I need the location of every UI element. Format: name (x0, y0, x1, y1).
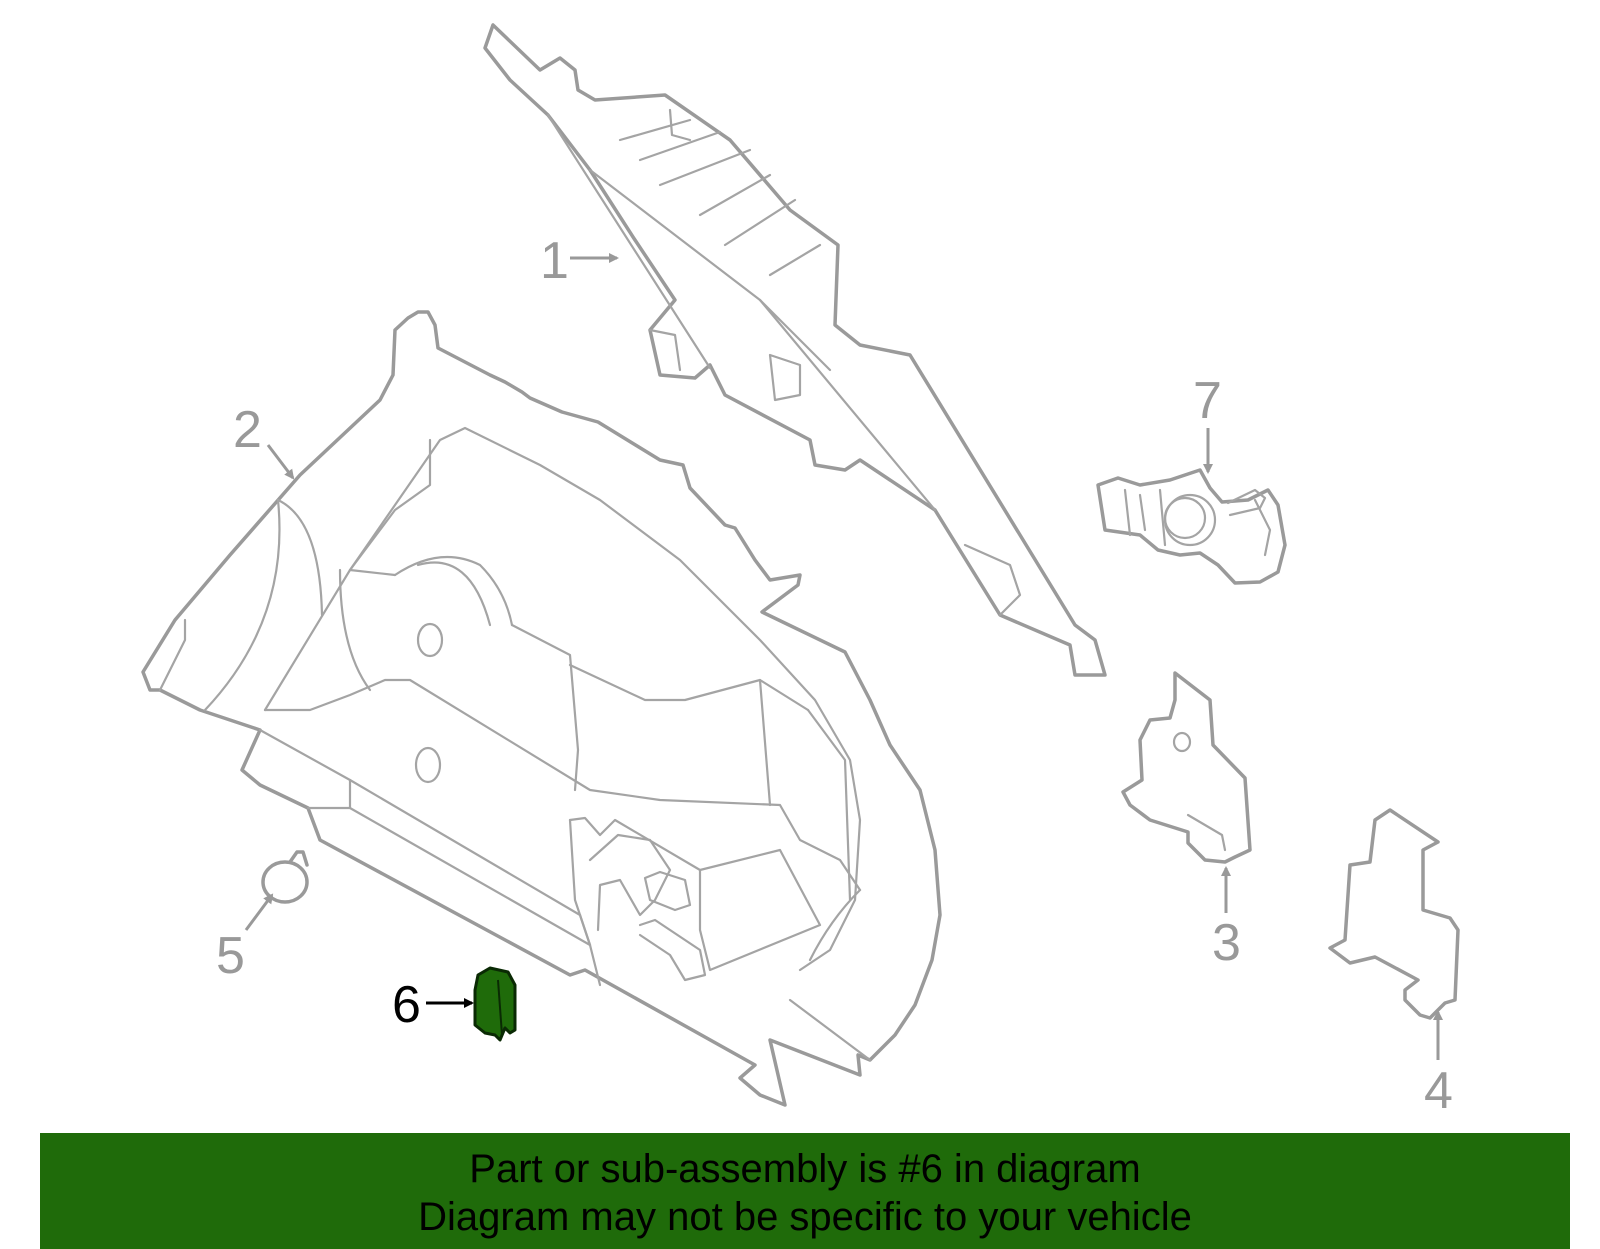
callout-6: 6 (392, 976, 474, 1034)
part-7-retainer-clip[interactable] (1096, 468, 1287, 585)
callout-3: 3 (1212, 866, 1241, 972)
callout-7: 7 (1193, 372, 1222, 474)
callout-5-leader (244, 893, 274, 931)
callout-2-leader (266, 444, 295, 480)
part-1-upper-trim-panel[interactable] (483, 23, 1107, 677)
info-banner: Part or sub-assembly is #6 in diagram Di… (40, 1133, 1570, 1249)
part-2-quarter-trim-panel[interactable] (141, 310, 942, 1107)
callout-2: 2 (233, 401, 295, 480)
callout-7-label: 7 (1193, 372, 1222, 430)
part-4-bracket-panel[interactable] (1328, 808, 1460, 1020)
banner-line-2: Diagram may not be specific to your vehi… (418, 1195, 1192, 1239)
banner-line-1: Part or sub-assembly is #6 in diagram (469, 1147, 1141, 1191)
part-6-highlighted-plug[interactable] (473, 966, 517, 1042)
callout-4: 4 (1424, 1010, 1453, 1120)
callout-5-label: 5 (216, 927, 245, 985)
callout-2-label: 2 (233, 401, 262, 459)
callout-1: 1 (540, 232, 619, 290)
part-5-push-pin[interactable] (261, 850, 309, 904)
part-3-bracket[interactable] (1121, 671, 1252, 864)
callout-6-label: 6 (392, 976, 421, 1034)
callout-4-label: 4 (1424, 1062, 1453, 1120)
callout-1-label: 1 (540, 232, 569, 290)
callout-5: 5 (216, 893, 274, 985)
callout-3-label: 3 (1212, 914, 1241, 972)
